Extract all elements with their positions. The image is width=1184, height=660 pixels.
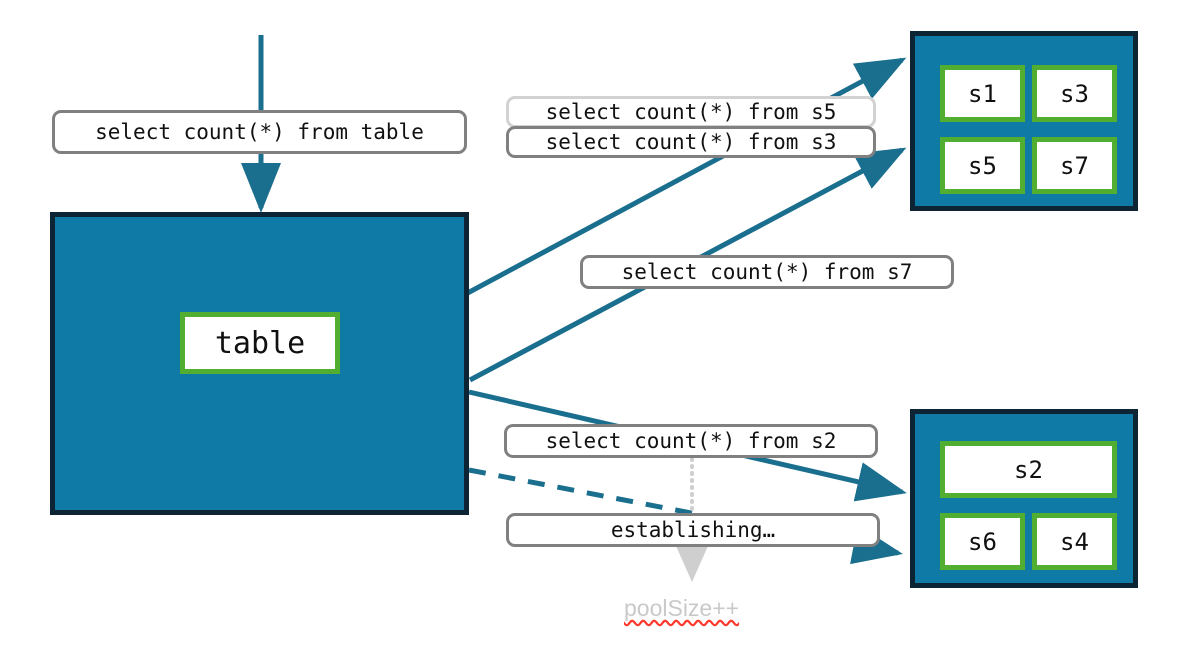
server-chip-s5: s5 <box>940 137 1025 194</box>
message-select-s2: select count(*) from s2 <box>504 424 878 458</box>
message-select-s5: select count(*) from s5 <box>506 96 876 128</box>
message-establishing-text: establishing… <box>610 518 776 542</box>
server-chip-s3: s3 <box>1032 65 1117 122</box>
message-select-s7: select count(*) from s7 <box>580 255 954 289</box>
message-select-s3: select count(*) from s3 <box>506 126 876 158</box>
server-pool-bottom: s2 s6 s4 <box>910 409 1138 588</box>
server-chip-s3-label: s3 <box>1060 79 1089 108</box>
server-chip-s4-label: s4 <box>1060 527 1089 556</box>
server-pool-top: s1 s3 s5 s7 <box>910 31 1138 211</box>
server-chip-s6: s6 <box>940 513 1025 570</box>
message-select-s3-text: select count(*) from s3 <box>545 130 837 154</box>
message-select-s2-text: select count(*) from s2 <box>545 429 837 453</box>
table-node: table <box>180 312 340 374</box>
server-chip-s7: s7 <box>1032 137 1117 194</box>
message-select-s5-text: select count(*) from s5 <box>545 100 837 124</box>
client-query-text: select count(*) from table <box>95 120 424 144</box>
poolsize-annotation-text: poolSize++ <box>624 595 740 621</box>
server-chip-s6-label: s6 <box>968 527 997 556</box>
server-chip-s7-label: s7 <box>1060 151 1089 180</box>
server-chip-s4: s4 <box>1032 513 1117 570</box>
table-container <box>50 212 469 515</box>
server-chip-s1: s1 <box>940 65 1025 122</box>
client-query-label: select count(*) from table <box>52 110 467 154</box>
message-select-s7-text: select count(*) from s7 <box>621 260 913 284</box>
message-establishing: establishing… <box>506 513 880 547</box>
table-node-label: table <box>214 325 306 361</box>
server-chip-s1-label: s1 <box>968 79 997 108</box>
server-chip-s2: s2 <box>940 441 1117 498</box>
server-chip-s5-label: s5 <box>968 151 997 180</box>
server-chip-s2-label: s2 <box>1014 455 1043 484</box>
poolsize-annotation: poolSize++ <box>624 595 739 622</box>
